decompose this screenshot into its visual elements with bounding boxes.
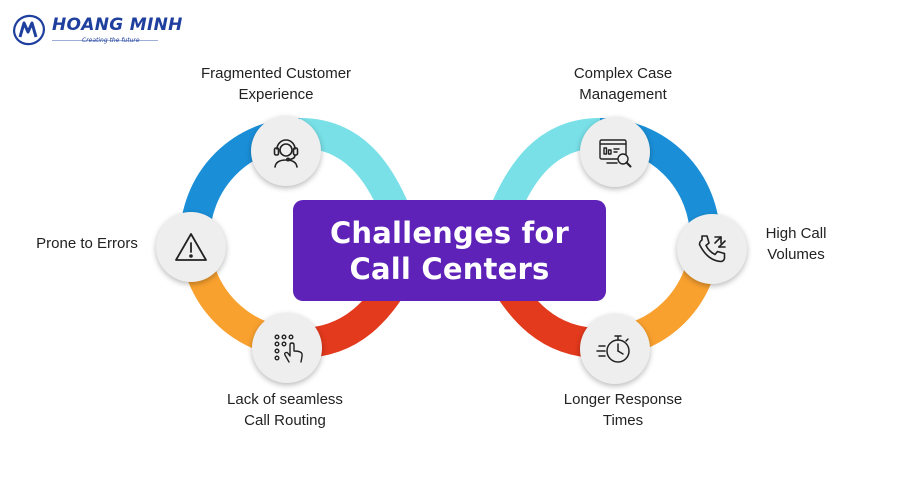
label-line-1: Longer Response [563,391,683,408]
label-line-2: Volumes [767,246,825,263]
center-title-line-1: Challenges for [329,215,570,250]
dashboard-search-icon [599,139,632,168]
center-title: Challenges for Call Centers [315,215,585,287]
label-complex-case-management: Complex Case Management [530,63,716,105]
label-line-1: Prone to Errors [36,235,138,252]
label-longer-response-times: Longer Response Times [530,389,716,431]
touch-keypad-icon [274,334,303,363]
center-title-line-2: Call Centers [349,251,550,286]
node-call-routing [252,313,322,383]
logo-mark-icon [13,14,45,46]
label-fragmented-customer-experience: Fragmented Customer Experience [176,63,376,105]
logo-rule-right [72,40,158,41]
label-prone-to-errors: Prone to Errors [20,233,154,254]
node-high-call-volumes [677,214,747,284]
label-line-2: Management [579,86,667,103]
ring-segment-right-top-cyan [491,118,601,217]
node-fragmented-customer-experience [251,116,321,186]
label-line-2: Experience [238,86,314,103]
headset-agent-icon [273,139,299,168]
brand-tagline: Creating the future [82,37,140,44]
center-title-box: Challenges for Call Centers [293,200,606,301]
logo-rule-left [52,40,78,41]
brand-name: HOANG MINH [52,15,183,35]
label-high-call-volumes: High Call Volumes [752,223,840,265]
label-line-2: Times [602,412,644,429]
stopwatch-icon [596,335,630,363]
phone-call-icon [698,235,726,263]
label-line-1: Fragmented Customer [200,65,352,82]
warning-triangle-icon [175,233,207,261]
brand-logo: HOANG MINH Creating the future [12,12,182,48]
label-call-routing: Lack of seamless Call Routing [190,389,380,431]
node-longer-response-times [580,314,650,384]
node-prone-to-errors [156,212,226,282]
node-complex-case-management [580,117,650,187]
label-line-1: Complex Case [573,65,673,82]
label-line-1: Lack of seamless [227,391,343,408]
label-line-1: High Call [765,225,827,242]
label-line-2: Call Routing [244,412,326,429]
